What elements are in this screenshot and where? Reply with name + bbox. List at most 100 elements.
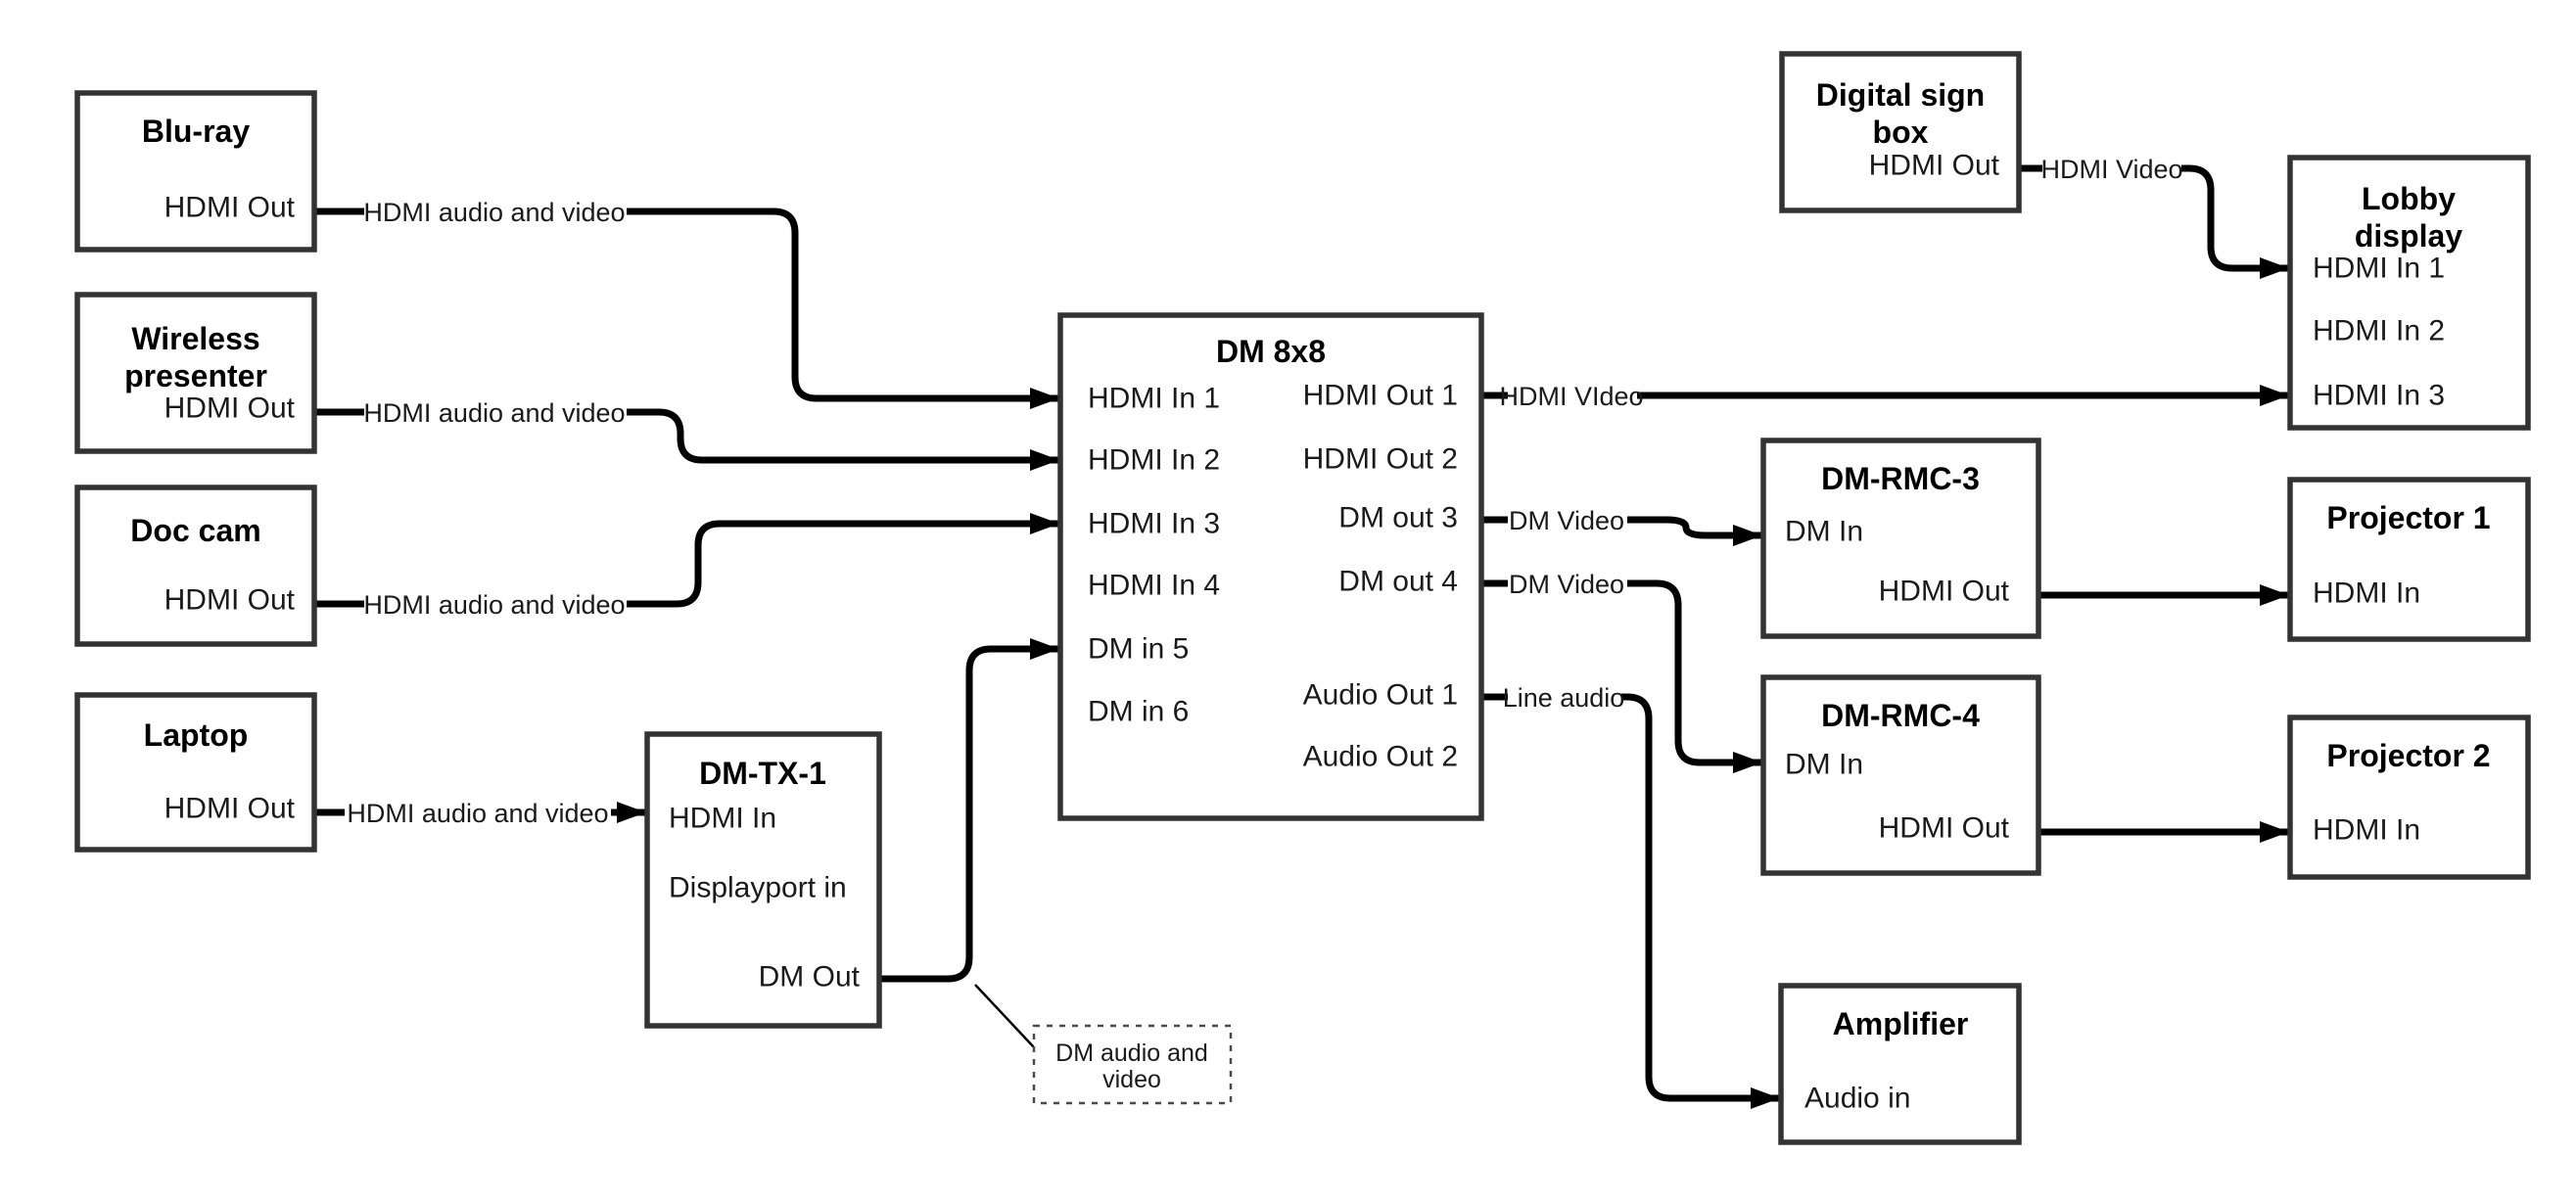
- node-proj1-title: Projector 1: [2326, 500, 2490, 535]
- label-bluray-link: HDMI audio and video: [363, 198, 625, 227]
- note-text-line2: video: [1102, 1066, 1161, 1093]
- node-rmc4-box: [1760, 674, 2041, 876]
- node-digitalsign-title-line2: box: [1873, 115, 1929, 150]
- node-dm-rmc-4: DM-RMC-4 DM In HDMI Out: [1760, 674, 2041, 876]
- connection-laptop-to-dmtx1: HDMI audio and video: [314, 799, 646, 828]
- node-dm8x8-port-audio-out-1: Audio Out 1: [1303, 679, 1458, 712]
- wire-digitalsign-main: [2181, 164, 2289, 279]
- node-lobby-box: [2287, 155, 2531, 431]
- node-dmtx1-box: [644, 731, 882, 1029]
- node-doccam-box: [74, 485, 317, 647]
- label-hdmiout1-link: HDMI VIdeo: [1499, 382, 1643, 411]
- node-amplifier: Amplifier Audio in: [1778, 983, 2022, 1145]
- node-rmc4-port-hdmi-out: HDMI Out: [1879, 812, 2010, 845]
- node-dmtx1-port-hdmi-in: HDMI In: [669, 803, 776, 835]
- node-bluray: Blu-ray HDMI Out: [74, 90, 317, 253]
- node-lobby-display: Lobby display HDMI In 1 HDMI In 2 HDMI I…: [2287, 155, 2531, 431]
- node-rmc3-port-hdmi-out: HDMI Out: [1879, 576, 2010, 608]
- label-dmout3-link: DM Video: [1509, 506, 1624, 535]
- node-proj2-port-hdmi-in: HDMI In: [2313, 814, 2420, 847]
- connection-bluray-to-dm8x8: HDMI audio and video: [314, 198, 1059, 409]
- node-dm8x8-box: [1057, 312, 1484, 821]
- node-dmtx1-title: DM-TX-1: [699, 756, 826, 791]
- node-dm8x8-port-audio-out-2: Audio Out 2: [1303, 741, 1458, 773]
- node-proj2-box: [2287, 715, 2531, 880]
- node-dm8x8-port-hdmi-in-3: HDMI In 3: [1088, 508, 1220, 540]
- node-dm-tx-1: DM-TX-1 HDMI In Displayport in DM Out: [644, 731, 882, 1029]
- node-wireless-title-line2: presenter: [124, 358, 267, 393]
- node-wireless-presenter: Wireless presenter HDMI Out: [74, 292, 317, 454]
- node-laptop-box: [74, 692, 317, 853]
- connection-hdmiout1-to-lobby: HDMI VIdeo: [1478, 382, 2289, 411]
- label-wireless-link: HDMI audio and video: [363, 398, 625, 428]
- node-lobby-port-hdmi-in-2: HDMI In 2: [2313, 315, 2445, 347]
- node-dm8x8-port-hdmi-in-1: HDMI In 1: [1088, 383, 1220, 415]
- node-amplifier-title: Amplifier: [1833, 1006, 1969, 1041]
- node-proj2-title: Projector 2: [2326, 738, 2490, 773]
- label-digitalsign-link: HDMI Video: [2040, 155, 2182, 184]
- node-digitalsign-box: [1779, 51, 2022, 213]
- node-proj1-box: [2287, 477, 2531, 642]
- wire-dmout4-main: [1627, 579, 1762, 773]
- node-dm8x8-port-hdmi-in-4: HDMI In 4: [1088, 570, 1220, 602]
- connection-doccam-to-dm8x8: HDMI audio and video: [314, 513, 1059, 620]
- node-amplifier-box: [1778, 983, 2022, 1145]
- node-lobby-title-line2: display: [2355, 218, 2462, 254]
- node-bluray-box: [74, 90, 317, 253]
- node-proj1-port-hdmi-in: HDMI In: [2313, 577, 2420, 610]
- node-dm8x8-port-hdmi-out-1: HDMI Out 1: [1303, 380, 1458, 412]
- connection-audioout1-to-amplifier: Line audio: [1478, 683, 1780, 1109]
- label-audioout1-link: Line audio: [1503, 683, 1625, 713]
- node-wireless-box: [74, 292, 317, 454]
- note-text-line1: DM audio and: [1055, 1039, 1208, 1067]
- connection-dmout4-to-rmc4: DM Video: [1478, 570, 1762, 773]
- node-laptop: Laptop HDMI Out: [74, 692, 317, 853]
- node-rmc4-title: DM-RMC-4: [1821, 698, 1980, 733]
- label-dmout4-link: DM Video: [1509, 570, 1624, 599]
- label-doccam-link: HDMI audio and video: [363, 590, 625, 620]
- node-rmc4-port-dm-in: DM In: [1785, 749, 1863, 781]
- node-bluray-port-hdmi-out: HDMI Out: [164, 192, 296, 224]
- node-dm8x8-port-hdmi-in-2: HDMI In 2: [1088, 444, 1220, 477]
- node-doc-cam: Doc cam HDMI Out: [74, 485, 317, 647]
- node-dm8x8-port-dm-in-6: DM in 6: [1088, 696, 1189, 728]
- node-wireless-title-line1: Wireless: [131, 321, 259, 356]
- wire-wireless-main: [627, 408, 1059, 471]
- node-digitalsign-port-hdmi-out: HDMI Out: [1869, 150, 2000, 182]
- node-laptop-title: Laptop: [144, 717, 249, 753]
- node-wireless-port-hdmi-out: HDMI Out: [164, 393, 296, 425]
- node-dm-8x8: DM 8x8 HDMI In 1 HDMI In 2 HDMI In 3 HDM…: [1057, 312, 1484, 821]
- wire-doccam-main: [627, 513, 1059, 608]
- node-dm8x8-port-dm-out-4: DM out 4: [1338, 566, 1458, 598]
- node-bluray-title: Blu-ray: [142, 114, 250, 149]
- note-dm-audio-video: DM audio and video: [1032, 1024, 1233, 1105]
- node-rmc3-port-dm-in: DM In: [1785, 516, 1863, 548]
- node-rmc3-title: DM-RMC-3: [1821, 461, 1980, 496]
- connection-dmtx1-to-dm8x8: [879, 638, 1059, 983]
- node-dmtx1-port-dm-out: DM Out: [759, 961, 861, 993]
- wire-dmtx1-main: [879, 638, 1059, 983]
- connection-wireless-to-dm8x8: HDMI audio and video: [314, 398, 1059, 471]
- node-dm8x8-title: DM 8x8: [1216, 334, 1326, 369]
- node-laptop-port-hdmi-out: HDMI Out: [164, 793, 296, 825]
- node-dm8x8-port-hdmi-out-2: HDMI Out 2: [1303, 443, 1458, 476]
- note-callout-line: [974, 984, 1035, 1048]
- node-projector-1: Projector 1 HDMI In: [2287, 477, 2531, 642]
- node-rmc3-box: [1760, 438, 2041, 639]
- note-box: [1032, 1024, 1233, 1105]
- node-doccam-port-hdmi-out: HDMI Out: [164, 584, 296, 617]
- wire-bluray-main: [627, 208, 1059, 409]
- node-digitalsign-title-line1: Digital sign: [1816, 77, 1985, 113]
- node-dm8x8-port-dm-in-5: DM in 5: [1088, 633, 1189, 666]
- node-doccam-title: Doc cam: [130, 513, 260, 548]
- node-lobby-port-hdmi-in-3: HDMI In 3: [2313, 380, 2445, 412]
- node-dmtx1-port-displayport-in: Displayport in: [669, 872, 847, 904]
- wire-dmout3-main: [1627, 516, 1762, 546]
- node-dm-rmc-3: DM-RMC-3 DM In HDMI Out: [1760, 438, 2041, 639]
- connection-digitalsign-to-lobby: HDMI Video: [2019, 155, 2289, 279]
- node-lobby-port-hdmi-in-1: HDMI In 1: [2313, 253, 2445, 285]
- node-digital-sign-box: Digital sign box HDMI Out: [1779, 51, 2022, 213]
- connection-dmout3-to-rmc3: DM Video: [1478, 506, 1762, 546]
- node-projector-2: Projector 2 HDMI In: [2287, 715, 2531, 880]
